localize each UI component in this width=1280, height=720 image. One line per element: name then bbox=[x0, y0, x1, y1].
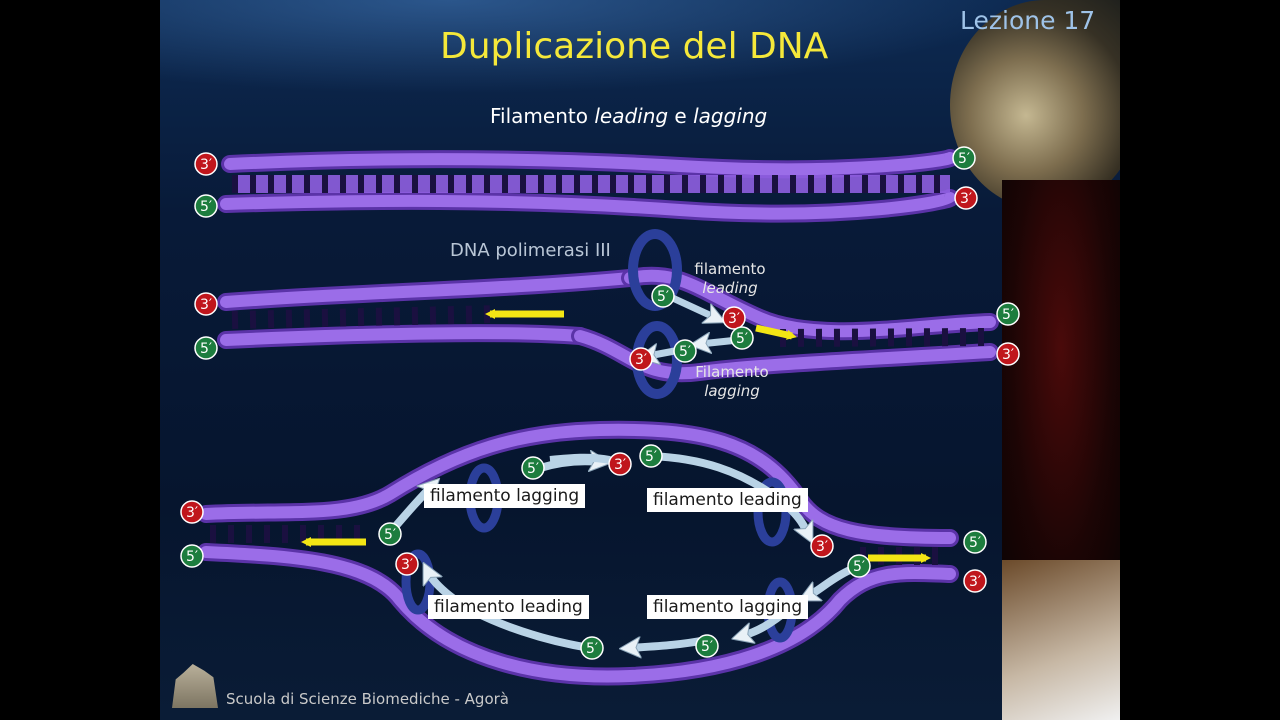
label-box-leading-bottom: filamento leading bbox=[428, 595, 589, 619]
red-dna-image bbox=[1002, 180, 1120, 600]
leading-strand-label: filamento leading bbox=[680, 260, 780, 298]
five-prime-end-marker bbox=[580, 636, 604, 660]
three-prime-end-label: 3′ bbox=[401, 557, 413, 573]
five-prime-end-marker bbox=[521, 456, 545, 480]
leading-label-line1: filamento bbox=[694, 260, 766, 278]
five-prime-end-label: 5′ bbox=[657, 289, 669, 305]
three-prime-end-label: 3′ bbox=[1002, 347, 1014, 363]
panel-2-dna bbox=[217, 229, 999, 399]
lesson-number: Lezione 17 bbox=[960, 6, 1096, 35]
five-prime-end-label: 5′ bbox=[679, 344, 691, 360]
five-prime-end-marker bbox=[651, 284, 675, 308]
three-prime-end-marker bbox=[996, 342, 1020, 366]
earth-image bbox=[950, 0, 1120, 210]
five-prime-end-marker bbox=[996, 302, 1020, 326]
three-prime-end-label: 3′ bbox=[200, 157, 212, 173]
five-prime-end-marker bbox=[730, 326, 754, 350]
subtitle-mid: e bbox=[668, 104, 694, 128]
five-prime-end-label: 5′ bbox=[200, 341, 212, 357]
five-prime-end-label: 5′ bbox=[701, 639, 713, 655]
three-prime-end-marker bbox=[608, 452, 632, 476]
five-prime-end-marker bbox=[180, 544, 204, 568]
panel-3-dna bbox=[197, 420, 959, 686]
three-prime-end-label: 3′ bbox=[816, 539, 828, 555]
three-prime-end-label: 3′ bbox=[614, 457, 626, 473]
three-prime-end-marker bbox=[629, 347, 653, 371]
five-prime-end-label: 5′ bbox=[645, 449, 657, 465]
three-prime-end-label: 3′ bbox=[186, 505, 198, 521]
five-prime-end-label: 5′ bbox=[200, 199, 212, 215]
five-prime-end-marker bbox=[963, 530, 987, 554]
three-prime-end-label: 3′ bbox=[200, 297, 212, 313]
subtitle-leading: leading bbox=[594, 104, 669, 128]
five-prime-end-label: 5′ bbox=[186, 549, 198, 565]
five-prime-end-marker bbox=[847, 554, 871, 578]
five-prime-end-marker bbox=[673, 339, 697, 363]
three-prime-end-label: 3′ bbox=[728, 311, 740, 327]
lab-photo-image bbox=[1002, 560, 1120, 720]
five-prime-end-label: 5′ bbox=[586, 641, 598, 657]
three-prime-end-marker bbox=[722, 306, 746, 330]
three-prime-end-marker bbox=[180, 500, 204, 524]
polymerase-ring-top bbox=[628, 229, 682, 311]
three-prime-end-marker bbox=[954, 186, 978, 210]
dna-replication-diagram: 3′ 5′ 5′ 3′ 3′ 5′ 5′ 3′ 5′ 5′ 3′ 5′ 3′ 3′ 5′ 5′ 3′ 5′ 5′ 3′… bbox=[180, 146, 1020, 686]
lagging-label-line2: lagging bbox=[704, 382, 760, 400]
slide: 3′ 5′ 5′ 3′ 3′ 5′ 5′ 3′ 5′ 5′ 3′ 5′ 3′ 3′ 5′ 5′ 3′ 5′ 5′ 3′… bbox=[160, 0, 1120, 720]
three-prime-end-label: 3′ bbox=[969, 574, 981, 590]
leading-label-line2: leading bbox=[702, 279, 758, 297]
page-subtitle: Filamento leading e lagging bbox=[490, 104, 767, 128]
strand-end-markers: 3′ 5′ 5′ 3′ 3′ 5′ 5′ 3′ 5′ 5′ 3′ 5′ 3′ 3′ 5′ 5′ 3′ 5′ 5′ 3′… bbox=[180, 146, 1020, 660]
label-box-lagging-top: filamento lagging bbox=[424, 484, 586, 508]
five-prime-end-marker bbox=[952, 146, 976, 170]
label-box-lagging-bottom: filamento lagging bbox=[647, 595, 809, 619]
five-prime-end-marker bbox=[378, 522, 402, 546]
five-prime-end-label: 5′ bbox=[527, 461, 539, 477]
three-prime-end-marker bbox=[395, 552, 419, 576]
three-prime-end-marker bbox=[194, 152, 218, 176]
five-prime-end-marker bbox=[194, 336, 218, 360]
three-prime-end-marker bbox=[194, 292, 218, 316]
five-prime-end-label: 5′ bbox=[736, 331, 748, 347]
five-prime-end-marker bbox=[194, 194, 218, 218]
five-prime-end-label: 5′ bbox=[1002, 307, 1014, 323]
lagging-label-line1: Filamento bbox=[695, 363, 769, 381]
five-prime-end-label: 5′ bbox=[969, 535, 981, 551]
panel-1-dna bbox=[217, 149, 959, 223]
label-box-leading-top: filamento leading bbox=[647, 488, 808, 512]
polymerase-label: DNA polimerasi III bbox=[450, 240, 611, 261]
fork-direction-arrow-right bbox=[755, 324, 797, 340]
subtitle-prefix: Filamento bbox=[490, 104, 595, 128]
lagging-strand-label: Filamento lagging bbox=[682, 363, 782, 401]
five-prime-end-label: 5′ bbox=[384, 527, 396, 543]
three-prime-end-marker bbox=[810, 534, 834, 558]
three-prime-end-marker bbox=[963, 569, 987, 593]
three-prime-end-label: 3′ bbox=[635, 352, 647, 368]
footer-school: Scuola di Scienze Biomediche - Agorà bbox=[226, 690, 509, 708]
subtitle-lagging: lagging bbox=[693, 104, 768, 128]
page-title: Duplicazione del DNA bbox=[440, 26, 829, 67]
five-prime-end-label: 5′ bbox=[958, 151, 970, 167]
five-prime-end-marker bbox=[639, 444, 663, 468]
three-prime-end-label: 3′ bbox=[960, 191, 972, 207]
five-prime-end-marker bbox=[695, 634, 719, 658]
five-prime-end-label: 5′ bbox=[853, 559, 865, 575]
